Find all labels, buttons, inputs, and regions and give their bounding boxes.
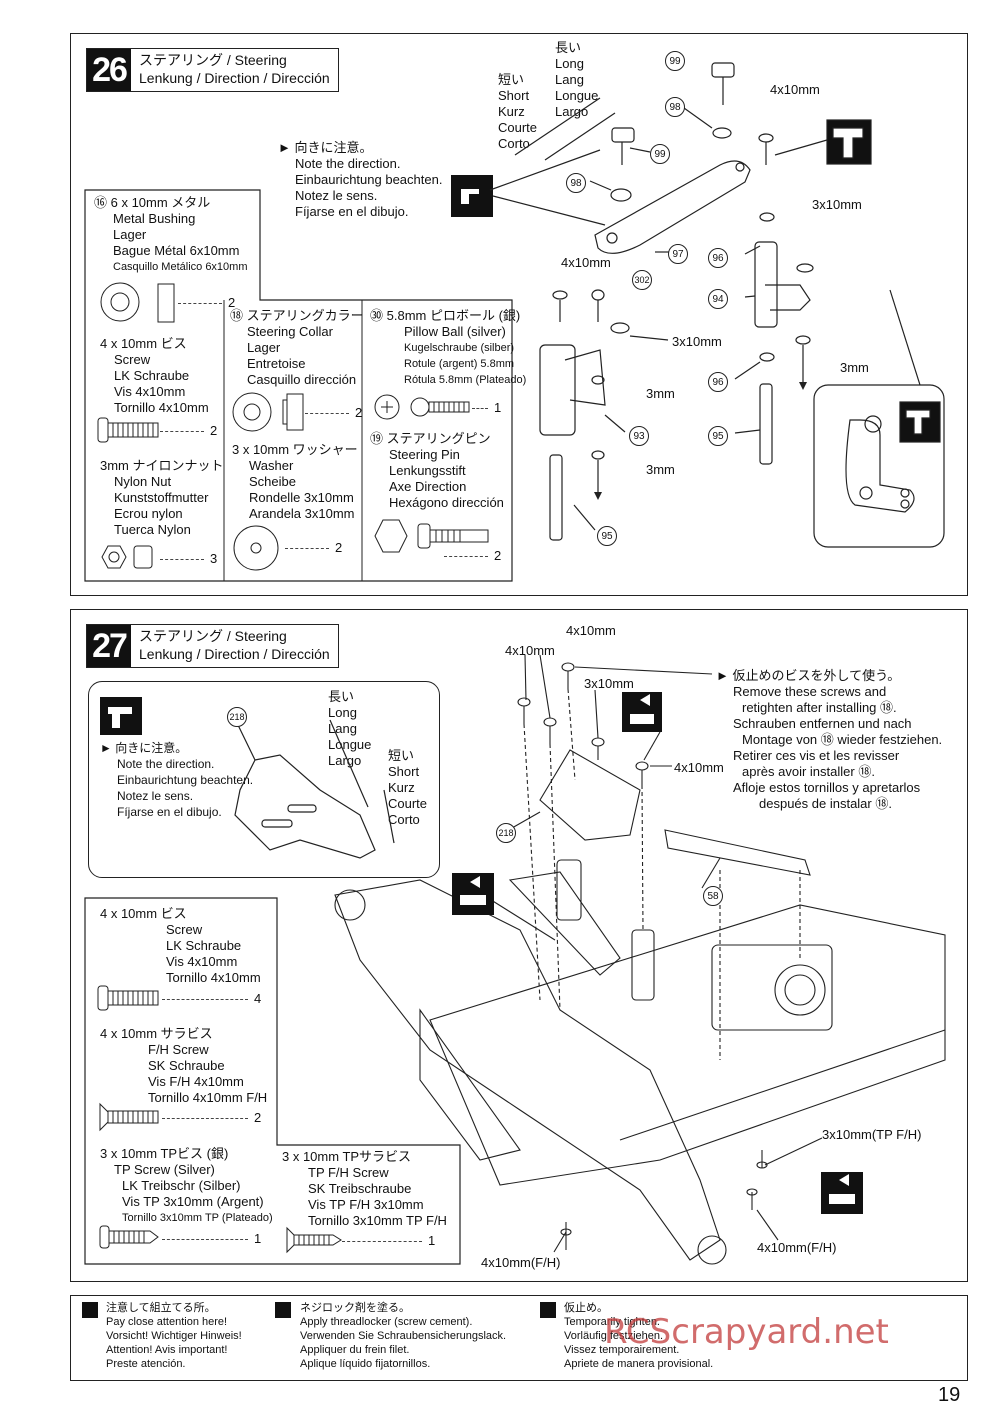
part-pillow-ball: ㉚ 5.8mm ピロボール (銀) Pillow Ball (silver) K…: [370, 308, 527, 386]
dim27-4x10-fh-bottom: 4x10mm(F/H): [481, 1255, 561, 1270]
step27-note-box: [88, 681, 440, 878]
callout-94: 94: [708, 289, 728, 309]
callout-93: 93: [629, 426, 649, 446]
threadlocker-icon: [275, 1302, 291, 1318]
step27-title-en: Lenkung / Direction / Dirección: [139, 646, 330, 662]
step27-title-jp: ステアリング / Steering: [139, 628, 287, 644]
metal-bushing-drawing: [100, 282, 175, 323]
steering-pin-drawing: [374, 519, 489, 553]
legend-attention: 注意して組立てる所。Pay close attention here!Vorsi…: [106, 1302, 242, 1370]
qty-screw-27: 4: [162, 991, 261, 1006]
dim-3x10-mid: 3x10mm: [672, 334, 722, 349]
step26-header: 26 ステアリング / Steering Lenkung / Direction…: [86, 48, 339, 92]
part-fh-screw: 4 x 10mm サラビス F/H Screw SK Schraube Vis …: [100, 1026, 268, 1105]
dim27-3x10: 3x10mm: [584, 676, 634, 691]
legend-panel: [70, 1295, 968, 1381]
part-screw-27: 4 x 10mm ビス Screw LK Schraube Vis 4x10mm…: [100, 906, 261, 985]
callout-58: 58: [703, 886, 723, 906]
qty-tp-fh-screw: 1: [342, 1233, 435, 1248]
qty-metal-bushing: 2: [178, 295, 235, 310]
step27-header: 27 ステアリング / Steering Lenkung / Direction…: [86, 624, 339, 668]
dim27-4x10-c: 4x10mm: [674, 760, 724, 775]
step27-parts-frame: [84, 897, 461, 1265]
qty-steering-collar: 2: [305, 405, 362, 420]
callout-96: 96: [708, 248, 728, 268]
callout-302: 302: [632, 270, 652, 290]
callout-218-note: 218: [227, 707, 247, 727]
callout-98: 98: [566, 173, 586, 193]
watermark: RCScrapyard.net: [604, 1312, 889, 1352]
callout-99-top: 99: [665, 51, 685, 71]
dim-4x10-left: 4x10mm: [561, 255, 611, 270]
tp-screw-drawing: [99, 1225, 159, 1249]
step26-title-en: Lenkung / Direction / Dirección: [139, 70, 330, 86]
part-washer: 3 x 10mm ワッシャー Washer Scheibe Rondelle 3…: [232, 442, 358, 521]
callout-95-right: 95: [708, 426, 728, 446]
part-steering-pin: ⑲ ステアリングピン Steering Pin Lenkungsstift Ax…: [370, 431, 504, 510]
dim27-4x10-fh-right: 4x10mm(F/H): [757, 1240, 837, 1255]
step26-title-jp: ステアリング / Steering: [139, 52, 287, 68]
qty-tp-screw: 1: [162, 1231, 261, 1246]
attention-icon: [82, 1302, 98, 1318]
remove-screws-note: ► 仮止めのビスを外して使う。 Remove these screws and …: [716, 668, 943, 811]
nylon-nut-drawing: [101, 545, 153, 569]
dim-3mm-b: 3mm: [646, 386, 675, 401]
step26-panel: [70, 33, 968, 596]
screw-drawing-27: [97, 985, 159, 1011]
dim-4x10-top: 4x10mm: [770, 82, 820, 97]
note-plate-drawing: [234, 719, 395, 859]
callout-218: 218: [496, 823, 516, 843]
attention-icon: [451, 175, 493, 217]
dim27-4x10-b: 4x10mm: [566, 623, 616, 638]
note-direction-26: ► 向きに注意。 Note the direction. Einbauricht…: [278, 140, 443, 219]
qty-fh-screw: 2: [162, 1110, 261, 1125]
callout-95-left: 95: [597, 526, 617, 546]
qty-washer: 2: [285, 540, 342, 555]
step26-parts-frame: [84, 189, 513, 582]
attention-icon-glyph: [461, 189, 479, 204]
part-tp-screw: 3 x 10mm TPビス (銀) TP Screw (Silver) LK T…: [100, 1146, 273, 1224]
step27-number: 27: [87, 625, 131, 667]
qty-nylon-nut: 3: [160, 551, 217, 566]
dim27-4x10-a: 4x10mm: [505, 643, 555, 658]
attention-icon-glyph: [108, 707, 132, 728]
legend-temporary: 仮止め。Temporarily tighten.Vorläufig festzi…: [564, 1302, 714, 1370]
callout-96-lower: 96: [708, 372, 728, 392]
part-nylon-nut: 3mm ナイロンナット Nylon Nut Kunststoffmutter E…: [100, 458, 224, 537]
callout-97: 97: [668, 244, 688, 264]
screw-drawing-26: [97, 417, 159, 443]
dim27-3x10-tpfh: 3x10mm(TP F/H): [822, 1127, 922, 1142]
step26-number: 26: [87, 49, 131, 91]
step26-assembly-drawing: [489, 62, 945, 548]
dim-3mm-c: 3mm: [646, 462, 675, 477]
part-screw-26: 4 x 10mm ビス Screw LK Schraube Vis 4x10mm…: [100, 336, 209, 415]
steering-collar-drawing: [232, 392, 304, 432]
callout-99: 99: [650, 144, 670, 164]
tp-fh-screw-drawing: [286, 1226, 342, 1254]
callout-98-top: 98: [665, 97, 685, 117]
part-steering-collar: ⑱ ステアリングカラー Steering Collar Lager Entret…: [230, 308, 364, 387]
dim-3x10-right: 3x10mm: [812, 197, 862, 212]
part-tp-fh-screw: 3 x 10mm TPサラビス TP F/H Screw SK Treibsch…: [282, 1149, 447, 1228]
page-number: 19: [938, 1384, 961, 1406]
qty-screw-26: 2: [160, 423, 217, 438]
part-metal-bushing: ⑯ 6 x 10mm メタル Metal Bushing Lager Bague…: [94, 195, 248, 273]
qty-steering-pin: 2: [444, 548, 501, 563]
pillow-ball-drawing: [374, 394, 470, 420]
fh-screw-drawing: [99, 1102, 159, 1132]
dim-3mm-a: 3mm: [840, 360, 869, 375]
attention-icon: [100, 697, 142, 735]
qty-pillow-ball: 1: [472, 400, 501, 415]
note-direction-27: ► 向きに注意。 Note the direction. Einbauricht…: [100, 741, 254, 819]
temporary-tighten-icon: [540, 1302, 556, 1318]
washer-drawing: [233, 525, 279, 571]
legend-threadlocker: ネジロック剤を塗る。Apply threadlocker (screw ceme…: [300, 1302, 507, 1370]
